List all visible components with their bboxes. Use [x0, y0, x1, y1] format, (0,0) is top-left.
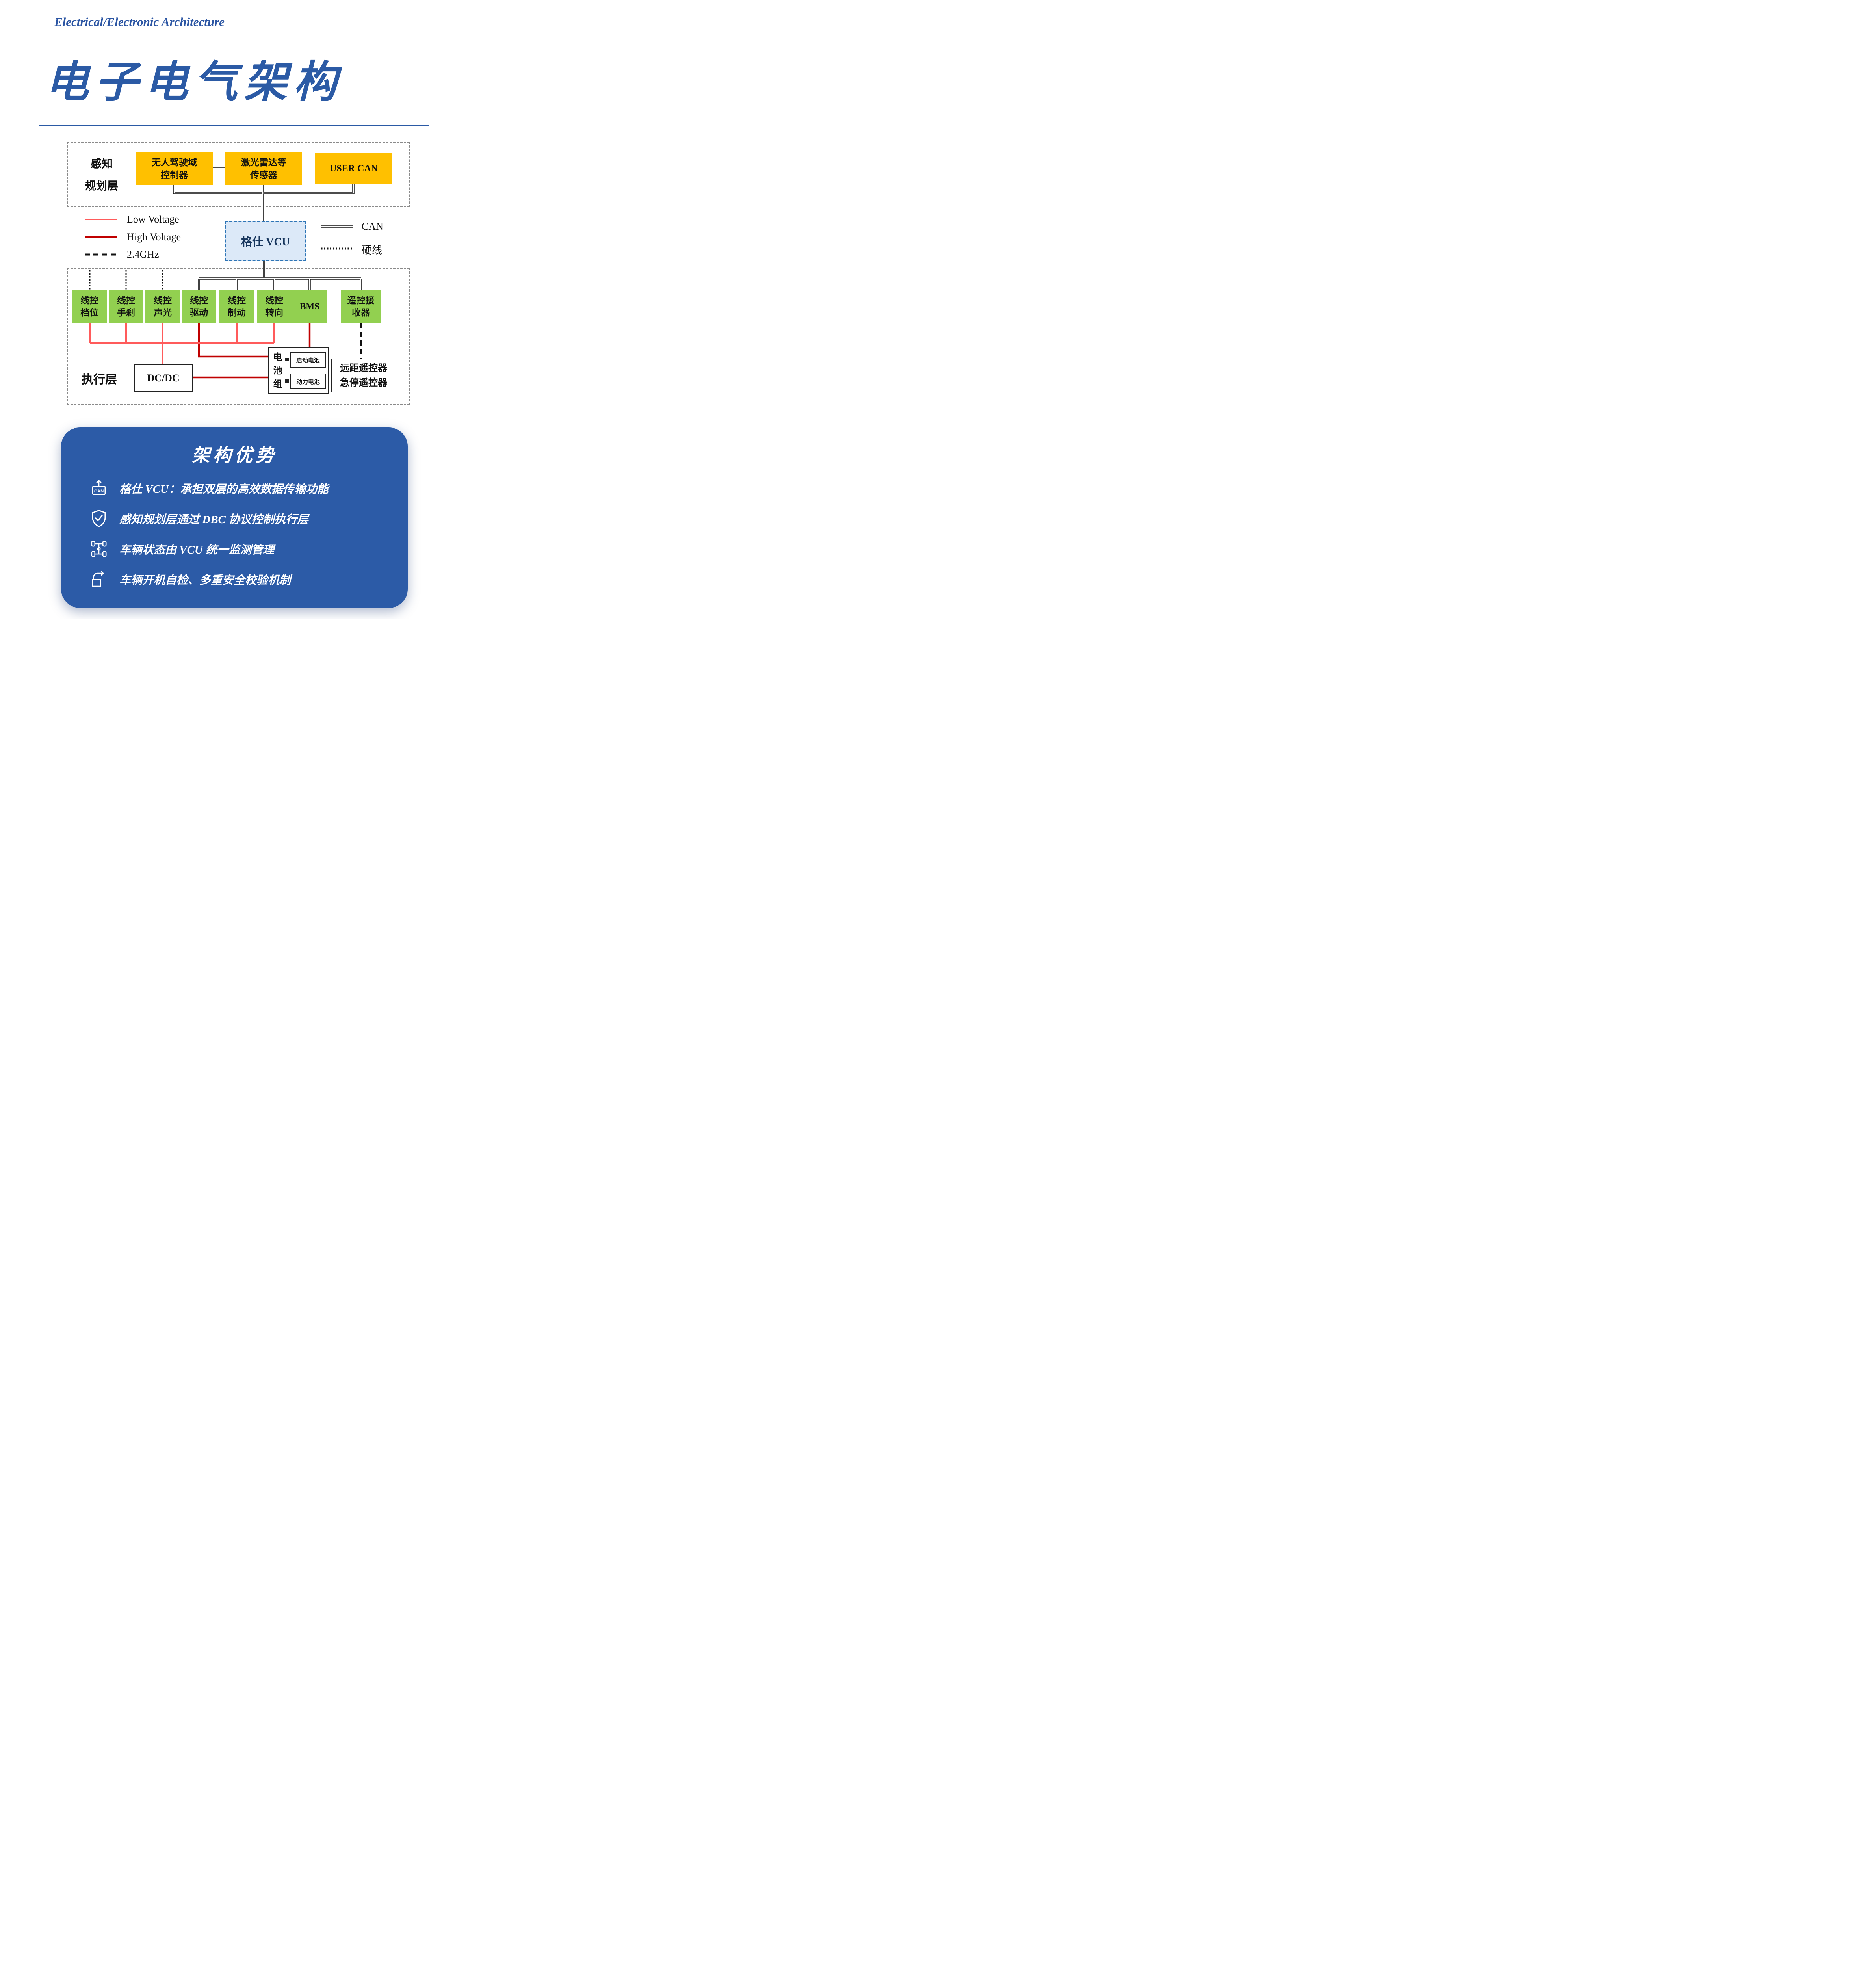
gb4-line2: 制动: [228, 307, 246, 318]
lidar-box-line2: 传感器: [250, 169, 277, 180]
battery-pack-box: 电 池 组 启动电池 动力电池: [268, 347, 329, 394]
self-check-restart-icon: [89, 569, 109, 589]
title-divider: [39, 125, 429, 126]
battery-connector-pin: [285, 379, 289, 383]
gb0-line1: 线控: [80, 295, 98, 305]
gb1-line1: 线控: [117, 295, 135, 305]
remote-line2: 急停遥控器: [340, 377, 387, 388]
ad-box-line1: 无人驾驶域: [152, 157, 197, 167]
gb4-line1: 线控: [228, 295, 246, 305]
perception-layer-label: 感知 规划层: [78, 153, 125, 197]
perception-label-line2: 规划层: [85, 180, 118, 192]
remote-receiver-box: 遥控接 收器: [341, 290, 381, 323]
gb7-line1: 遥控接: [347, 295, 375, 305]
vehicle-chassis-icon: [89, 539, 109, 559]
gb6-line1: BMS: [300, 301, 319, 311]
advantage-text: 格仕 VCU：承担双层的高效数据传输功能: [119, 483, 329, 496]
battery-char3: 组: [273, 379, 282, 389]
can-bus-icon: CAN: [89, 478, 109, 498]
advantage-text: 车辆状态由 VCU 统一监测管理: [119, 544, 275, 556]
battery-char1: 电: [273, 352, 282, 362]
gb7-line2: 收器: [352, 307, 370, 318]
power-battery-box: 动力电池: [290, 374, 326, 389]
wire-steering-box: 线控 转向: [257, 290, 292, 323]
gb1-line2: 手刹: [117, 307, 135, 318]
gb3-line2: 驱动: [190, 307, 208, 318]
legend-24ghz: 2.4GHz: [127, 249, 159, 260]
gb3-line1: 线控: [190, 295, 208, 305]
gb5-line2: 转向: [265, 307, 283, 318]
legend-high-voltage: High Voltage: [127, 231, 181, 243]
legend-low-voltage: Low Voltage: [127, 214, 179, 225]
battery-pack-label: 电 池 组: [273, 350, 283, 390]
battery-connector-pin: [285, 358, 289, 361]
advantages-title: 架构优势: [192, 445, 277, 465]
legend-can: CAN: [362, 221, 383, 232]
autonomous-domain-controller-box: 无人驾驶域 控制器: [136, 152, 213, 185]
remote-line1: 远距遥控器: [340, 363, 387, 374]
advantage-text: 感知规划层通过 DBC 协议控制执行层: [119, 513, 309, 526]
advantage-item: 车辆开机自检、多重安全校验机制: [89, 568, 388, 590]
lidar-sensors-box: 激光雷达等 传感器: [225, 152, 302, 185]
wire-brake-box: 线控 制动: [219, 290, 254, 323]
wire-handbrake-box: 线控 手刹: [109, 290, 143, 323]
advantages-panel: 架构优势 CAN 格仕 VCU：承担双层的高效数据传输功能 感知规划层通过 DB…: [61, 427, 408, 608]
header-subtitle: Electrical/Electronic Architecture: [54, 15, 225, 29]
gb0-line2: 档位: [80, 307, 98, 318]
wire-soundlight-box: 线控 声光: [145, 290, 180, 323]
execution-layer-label: 执行层: [82, 373, 117, 386]
advantage-item: CAN 格仕 VCU：承担双层的高效数据传输功能: [89, 477, 388, 499]
advantage-item: 车辆状态由 VCU 统一监测管理: [89, 538, 388, 560]
poster-page: Electrical/Electronic Architecture 电子电气架…: [0, 0, 469, 619]
page-title: 电子电气架构: [45, 58, 343, 106]
vcu-box: 格仕 VCU: [225, 221, 306, 261]
dcdc-converter-box: DC/DC: [134, 364, 193, 392]
advantage-text: 车辆开机自检、多重安全校验机制: [119, 574, 291, 587]
legend-hardwire: 硬线: [362, 245, 383, 256]
starter-battery-box: 启动电池: [290, 352, 326, 368]
battery-char2: 池: [273, 365, 282, 375]
gb2-line2: 声光: [154, 307, 172, 318]
advantage-item: 感知规划层通过 DBC 协议控制执行层: [89, 507, 388, 530]
remote-controller-box: 远距遥控器 急停遥控器: [331, 359, 396, 392]
gb5-line1: 线控: [265, 295, 283, 305]
gb2-line1: 线控: [154, 295, 172, 305]
ad-box-line2: 控制器: [161, 169, 188, 180]
can-icon-label: CAN: [94, 489, 104, 494]
bms-box: BMS: [292, 290, 327, 323]
perception-label-line1: 感知: [90, 158, 113, 170]
wire-drive-box: 线控 驱动: [182, 290, 216, 323]
user-can-box: USER CAN: [315, 153, 392, 184]
lidar-box-line1: 激光雷达等: [241, 157, 286, 167]
wire-gear-box: 线控 档位: [72, 290, 107, 323]
shield-check-icon: [89, 508, 109, 529]
